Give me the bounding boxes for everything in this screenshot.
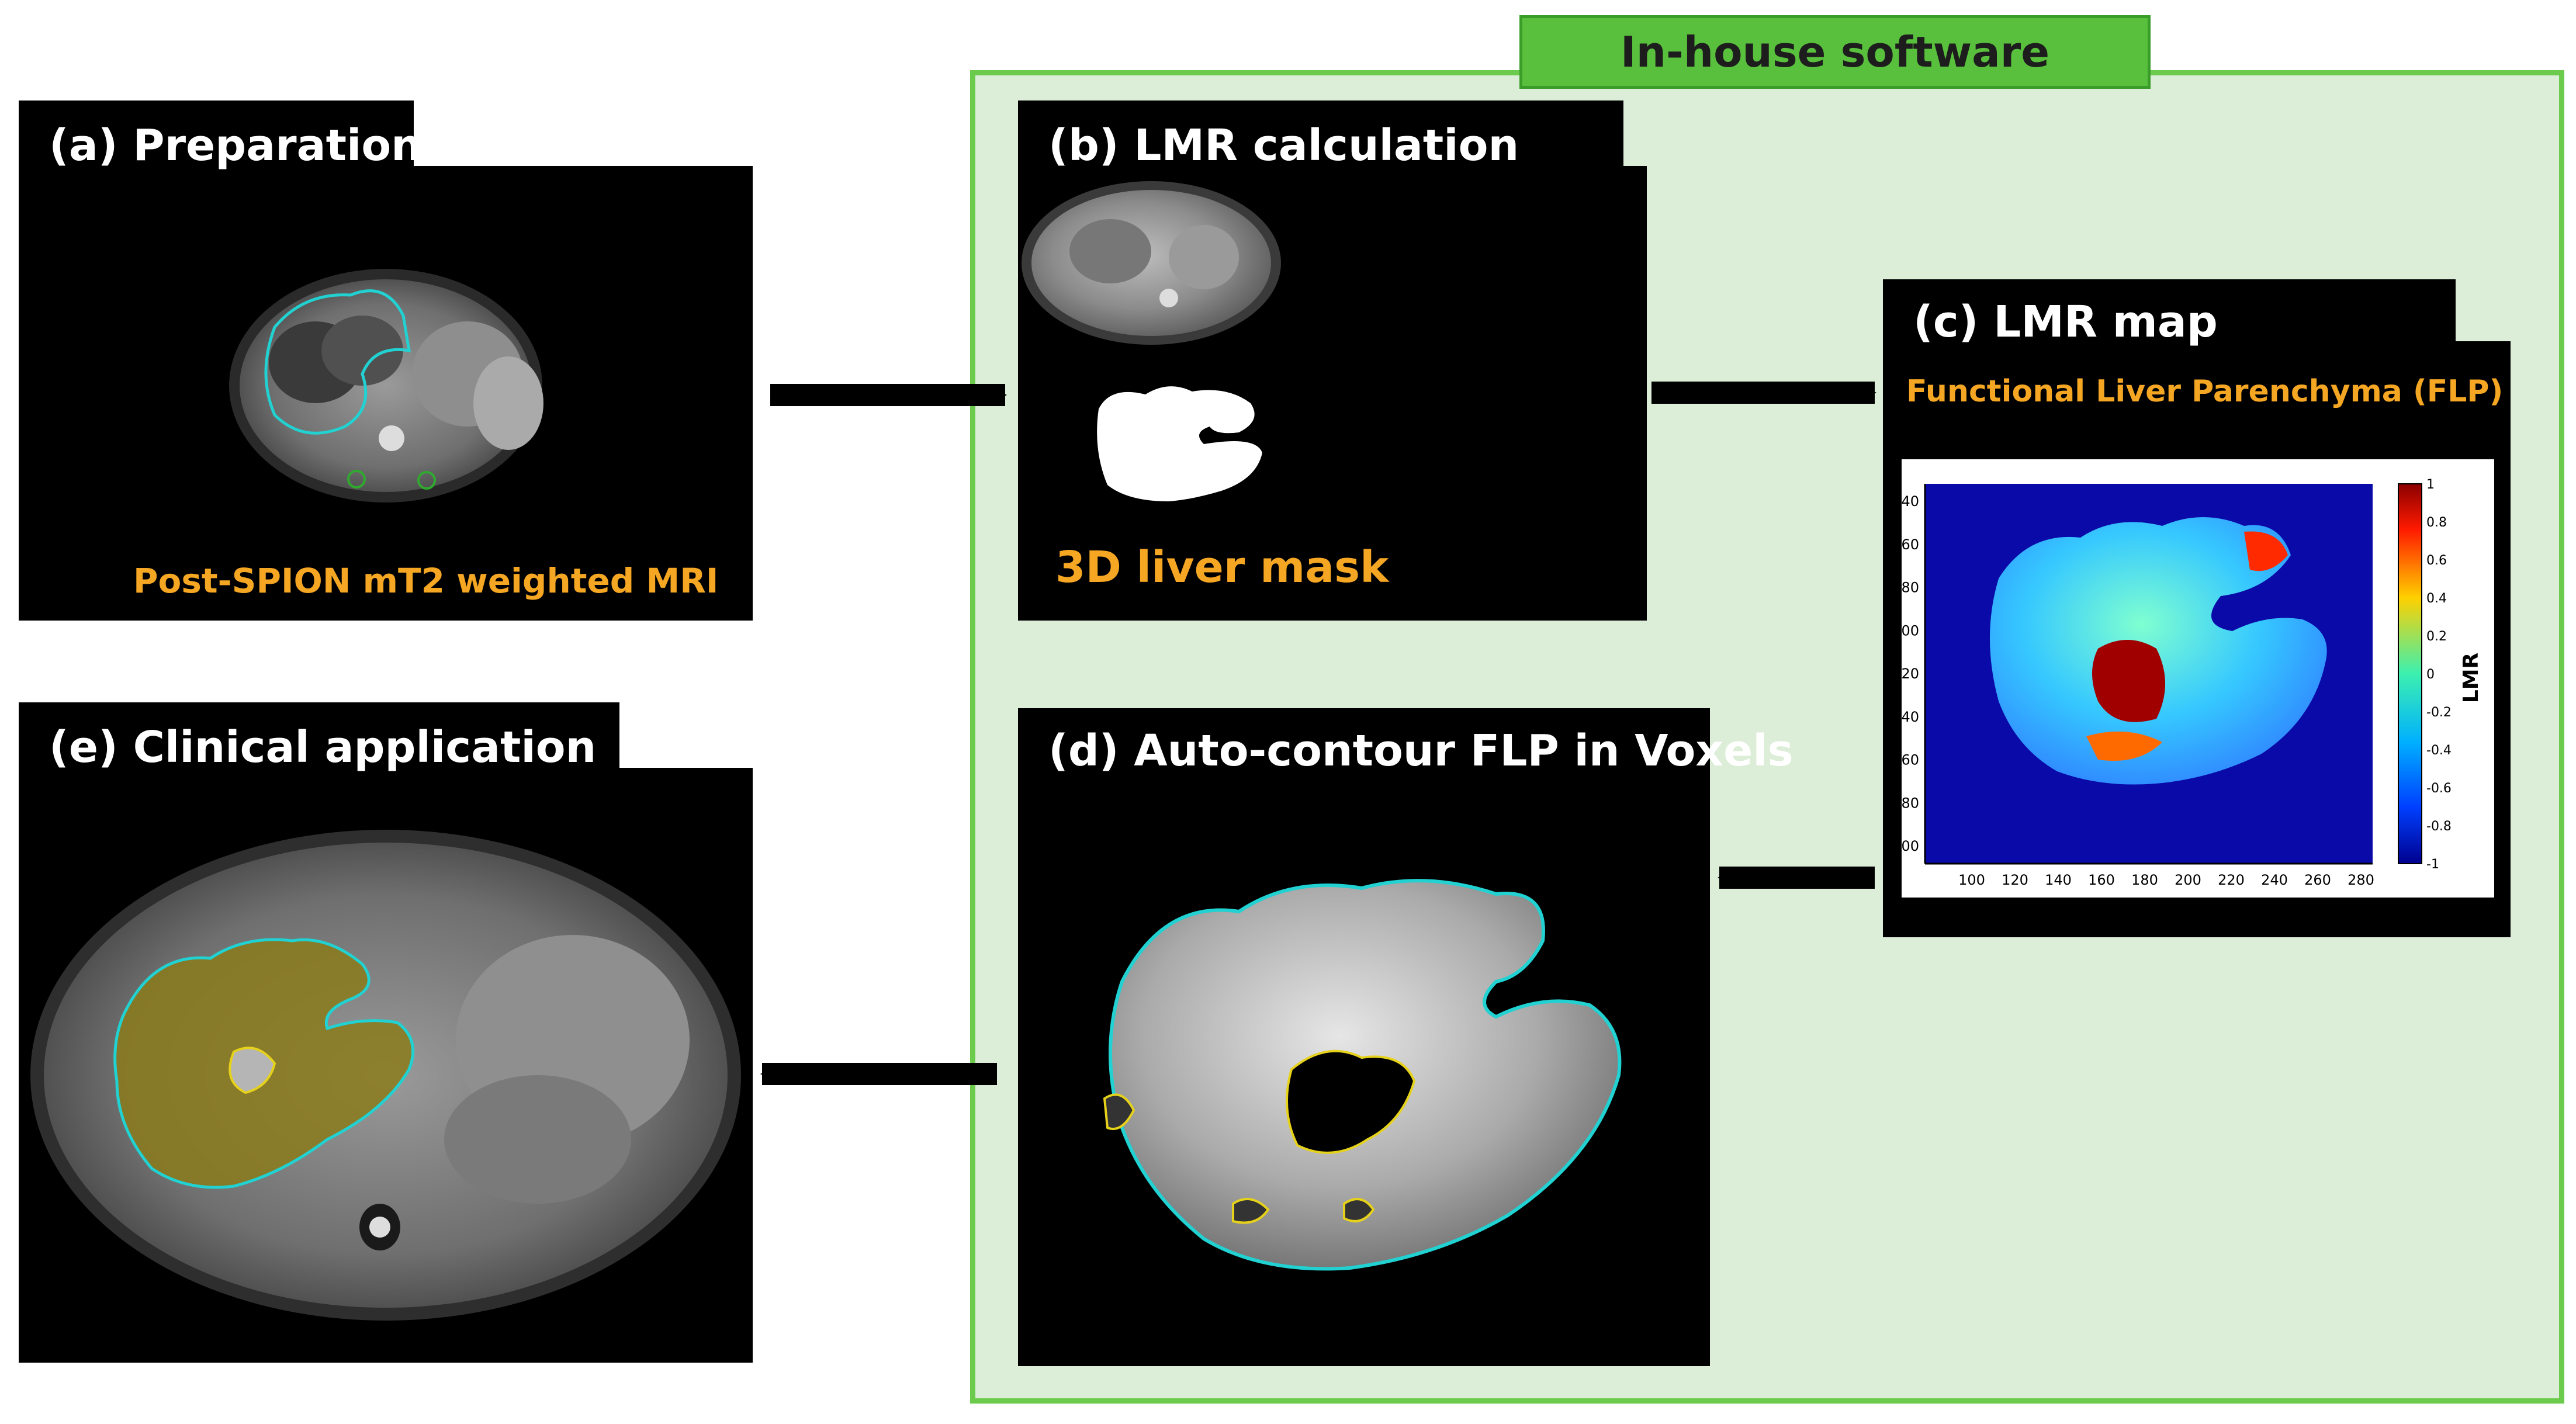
- panel-e-title: (e) Clinical application: [19, 702, 619, 784]
- lmr-colorbar-tick: -1: [2426, 857, 2439, 872]
- lmr-map-x-tick: 100: [1958, 872, 1985, 888]
- panel-e-mri-image: [30, 830, 741, 1321]
- lmr-map-x-tick: 240: [2261, 872, 2288, 888]
- lmr-map-x-tick: 160: [2088, 872, 2115, 888]
- lmr-map-axes: [1924, 484, 2373, 865]
- lmr-colorbar-tick: 0.8: [2426, 515, 2447, 530]
- lmr-map-y-tick-labels: 140 160 180 200 220 240 260 280 300: [1892, 493, 1919, 854]
- lmr-colorbar-tick: 0.2: [2426, 629, 2447, 644]
- in-house-software-banner: In-house software: [1519, 15, 2151, 89]
- panel-b-liver-mask: [1097, 386, 1262, 501]
- lmr-colorbar: [2398, 483, 2422, 864]
- lmr-map-y-tick: 220: [1892, 666, 1919, 682]
- lmr-map-x-tick: 280: [2348, 872, 2374, 888]
- lmr-colorbar-tick: 0.4: [2426, 591, 2447, 606]
- panel-d-title: (d) Auto-contour FLP in Voxels: [1018, 708, 1793, 785]
- lmr-colorbar-tick: -0.4: [2426, 743, 2452, 758]
- lmr-map-y-tick: 240: [1892, 709, 1919, 725]
- panel-c-title: (c) LMR map: [1883, 279, 2456, 356]
- lmr-map-x-tick: 200: [2175, 872, 2201, 888]
- lmr-map-heatmap: [1925, 484, 2373, 864]
- lmr-map-y-tick: 160: [1892, 536, 1919, 553]
- lmr-colorbar-tick: 1: [2426, 477, 2435, 492]
- lmr-map-x-tick: 260: [2304, 872, 2331, 888]
- lmr-map-y-tick: 280: [1892, 795, 1919, 811]
- panel-d-liver-image: [1103, 879, 1622, 1271]
- panel-b-mri-thumbnail: [1022, 181, 1281, 345]
- lmr-colorbar-tick: -0.8: [2426, 819, 2452, 834]
- lmr-map-y-tick: 300: [1892, 838, 1919, 854]
- panel-a-title: (a) Preparation: [19, 101, 422, 182]
- panel-a-mri-image: [229, 269, 543, 503]
- lmr-map-y-tick: 180: [1892, 580, 1919, 596]
- lmr-map-y-tick: 260: [1892, 752, 1919, 768]
- lmr-map-y-tick: 200: [1892, 622, 1919, 639]
- lmr-colorbar-label: LMR: [2459, 653, 2483, 703]
- panel-c-subtitle: Functional Liver Parenchyma (FLP): [1906, 374, 2504, 409]
- lmr-map-x-tick: 140: [2045, 872, 2072, 888]
- lmr-colorbar-tick: 0.6: [2426, 553, 2447, 568]
- lmr-map-x-tick-labels: 100 120 140 160 180 200 220 240 260 280: [1958, 872, 2374, 888]
- lmr-colorbar-tick-labels: 1 0.8 0.6 0.4 0.2 0 -0.2 -0.4 -0.6 -0.8 -1: [2426, 477, 2452, 872]
- panel-a-caption: Post-SPION mT2 weighted MRI: [133, 561, 719, 601]
- lmr-map-y-tick: 140: [1892, 493, 1919, 510]
- panel-b-caption: 3D liver mask: [1055, 542, 1389, 593]
- lmr-colorbar-tick: -0.6: [2426, 781, 2452, 796]
- lmr-map-x-tick: 180: [2131, 872, 2158, 888]
- lmr-map-x-tick: 120: [2002, 872, 2028, 888]
- lmr-colorbar-tick: 0: [2426, 667, 2435, 682]
- lmr-colorbar-tick: -0.2: [2426, 705, 2452, 720]
- lmr-map-x-tick: 220: [2218, 872, 2245, 888]
- panel-b-title: (b) LMR calculation: [1018, 101, 1623, 182]
